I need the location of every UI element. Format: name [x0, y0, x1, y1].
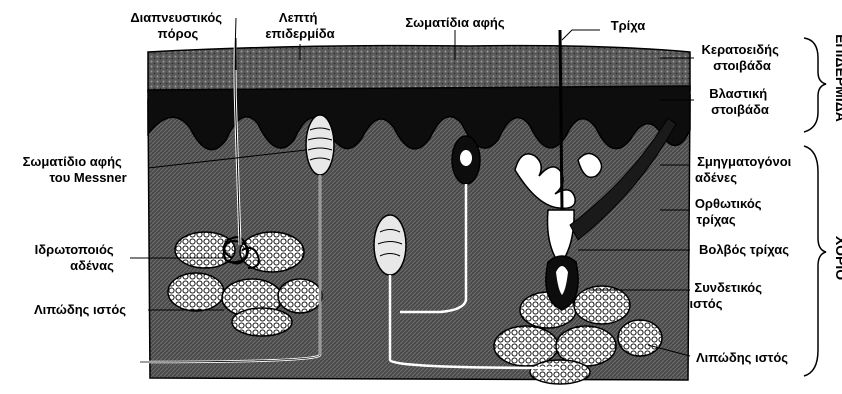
label-germinal-layer: Βλαστική στοιβάδα	[709, 86, 771, 117]
label-dermis-side: ΧΟΡΙΟ	[833, 236, 842, 280]
label-sebaceous: Σμηγματογόνοι αδένες	[695, 154, 795, 185]
label-fat-left: Λιπώδης ιστός	[34, 302, 126, 317]
label-stratum-corneum: Κερατοειδής στοιβάδα	[702, 42, 783, 73]
label-touch-corpuscles: Σωματίδια αφής	[405, 15, 504, 30]
label-thin-epidermis: Λεπτή επιδερμίδα	[265, 10, 334, 41]
label-hair: Τρίχα	[611, 18, 646, 33]
label-connective: Συνδετικός ιστός	[689, 280, 765, 311]
label-epidermis-side: ΕΠΙΔΕΡΜΙΔΑ	[833, 34, 842, 122]
hair-shaft	[560, 30, 562, 210]
epidermis-bracket	[804, 38, 826, 132]
label-hair-bulb: Βολβός τρίχας	[699, 242, 789, 257]
label-meissner: Σωματίδιο αφής του Messner	[23, 154, 127, 185]
label-sweat-gland: Ιδρωτοποιός αδένας	[35, 242, 118, 273]
dermis-bracket	[804, 146, 826, 376]
pacinian-corpuscle	[374, 215, 406, 275]
stratum-corneum	[148, 46, 690, 92]
label-fat-right: Λιπώδης ιστός	[696, 350, 788, 365]
label-sweat-pore: Διαπνευστικός πόρος	[130, 10, 225, 41]
label-arrector: Ορθωτικός τρίχας	[695, 196, 765, 227]
meissner-corpuscle	[306, 115, 334, 175]
